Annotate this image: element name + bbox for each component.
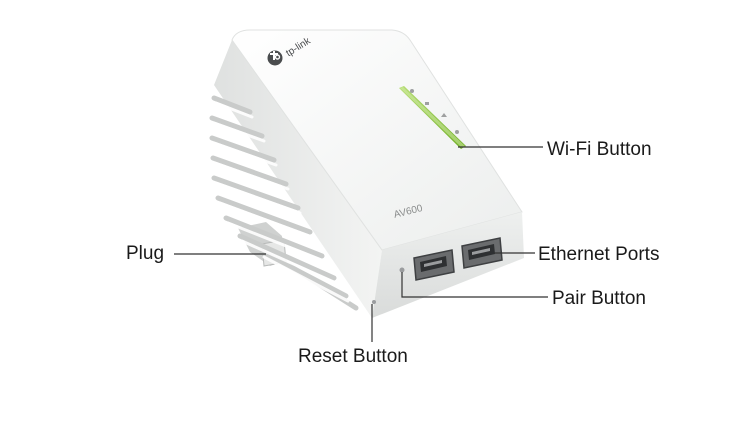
ethernet-port-1 bbox=[413, 249, 455, 281]
reset-button bbox=[372, 300, 376, 304]
pair-button bbox=[399, 267, 405, 273]
wifi-button-label: Wi-Fi Button bbox=[547, 139, 652, 160]
ethernet-ports-label: Ethernet Ports bbox=[538, 244, 660, 265]
ethernet-port-2 bbox=[461, 237, 503, 269]
vent-slots bbox=[209, 95, 359, 311]
pair-leader-line bbox=[401, 272, 548, 298]
led-icons bbox=[410, 89, 459, 134]
ethernet-led-icon bbox=[441, 113, 447, 117]
plug-label: Plug bbox=[126, 243, 165, 264]
device-front-face bbox=[231, 29, 523, 251]
pair-button-label: Pair Button bbox=[552, 288, 646, 309]
wifi-led-icon bbox=[455, 130, 459, 134]
power-led-icon bbox=[410, 89, 414, 93]
device-side-panel bbox=[214, 40, 382, 318]
led-strip bbox=[399, 86, 466, 149]
leader-lines bbox=[174, 146, 548, 342]
reset-button-label: Reset Button bbox=[298, 346, 408, 367]
powerline-led-icon bbox=[425, 102, 429, 105]
tp-link-logo bbox=[267, 50, 283, 66]
